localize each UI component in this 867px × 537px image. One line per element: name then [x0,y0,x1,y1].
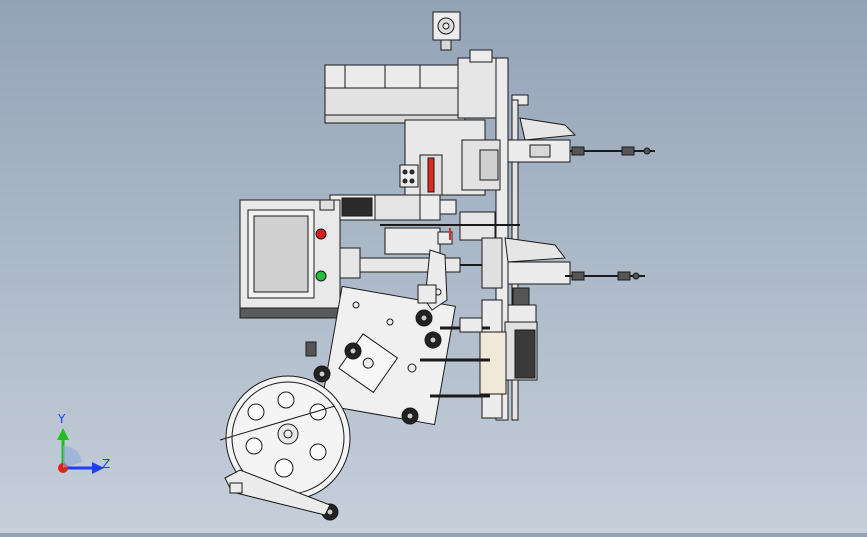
guide-cylinder-block [329,194,520,279]
coordinate-triad [57,428,104,474]
upper-actuator-arm [507,117,655,163]
control-panel [239,199,341,319]
triad-y-label: Y [58,412,66,426]
stepper-motor [479,321,538,395]
upper-cylinder-housing [324,49,497,124]
top-motor-unit [432,11,461,51]
stop-button [315,228,327,240]
triad-z-label: Z [102,457,111,471]
linear-module [399,119,501,196]
lower-actuator-arm [481,237,645,328]
mounting-blocks [305,284,483,357]
tension-arm [224,469,331,516]
rollers [313,301,442,521]
start-button [315,270,327,282]
